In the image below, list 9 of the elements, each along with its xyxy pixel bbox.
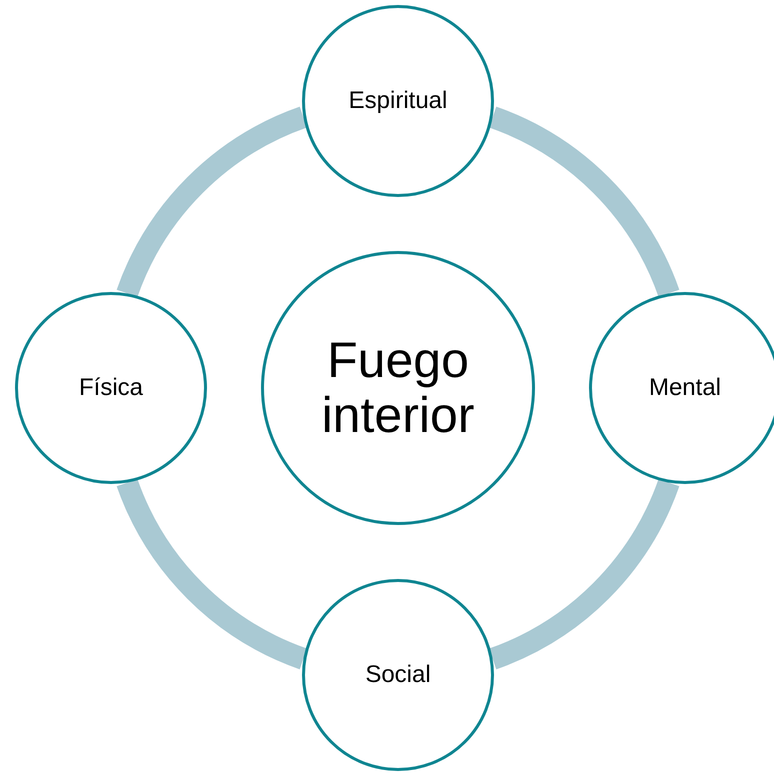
node-label: Social <box>365 662 431 688</box>
node-label: Mental <box>648 374 722 402</box>
node-label: Espiritual <box>348 88 448 114</box>
node-label: Fuego interior <box>320 333 476 443</box>
ring-arc <box>488 106 680 298</box>
ring-arc <box>116 106 308 298</box>
ring-arc <box>116 478 308 670</box>
ring-arc <box>488 478 680 670</box>
node-label: Física <box>78 374 143 402</box>
